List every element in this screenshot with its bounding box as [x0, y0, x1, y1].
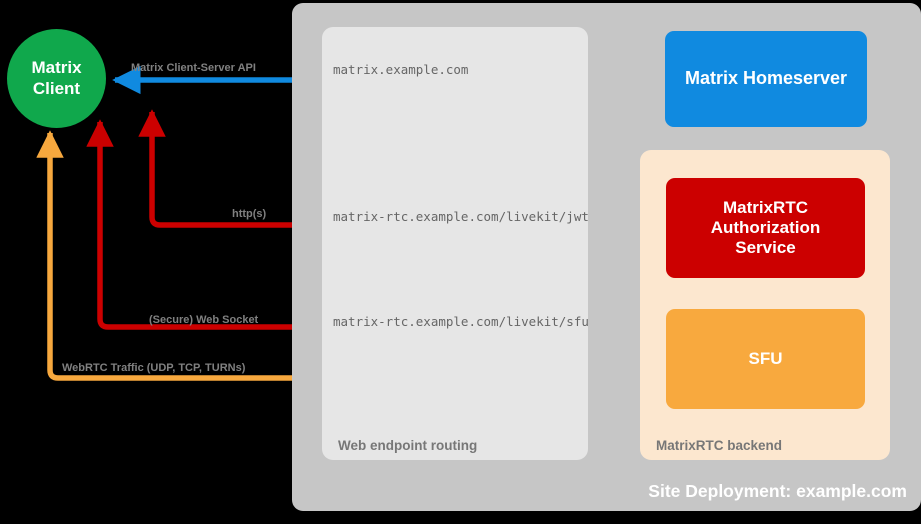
node-matrixrtc-authorization-service[interactable]: MatrixRTC Authorization Service — [666, 178, 865, 278]
endpoint-label-jwt: matrix-rtc.example.com/livekit/jwt — [333, 209, 589, 224]
node-matrix-client[interactable]: Matrix Client — [7, 29, 106, 128]
edge-label-webrtc-traffic: WebRTC Traffic (UDP, TCP, TURNs) — [62, 362, 246, 374]
panel-label-matrixrtc-backend: MatrixRTC backend — [656, 438, 783, 453]
endpoint-label-matrix: matrix.example.com — [333, 62, 469, 77]
edge-label-https: http(s) — [232, 208, 267, 220]
node-matrix-homeserver[interactable]: Matrix Homeserver — [665, 31, 867, 127]
matrix-homeserver-label: Matrix Homeserver — [684, 68, 848, 89]
auth-service-label-line2: Authorization — [710, 217, 821, 237]
node-sfu[interactable]: SFU — [666, 309, 865, 409]
web-endpoint-routing-panel — [322, 27, 588, 460]
auth-service-label-line3: Service — [735, 238, 796, 258]
matrix-client-label-line2: Client — [32, 78, 81, 98]
matrix-client-label-line1: Matrix — [31, 58, 82, 78]
endpoint-label-sfu: matrix-rtc.example.com/livekit/sfu — [333, 314, 589, 329]
edge-webrtc-traffic — [36, 130, 666, 392]
edge-label-secure-web-socket: (Secure) Web Socket — [149, 314, 259, 326]
panel-label-web-endpoint-routing: Web endpoint routing — [338, 438, 478, 453]
panel-label-site-deployment: Site Deployment: example.com — [648, 481, 907, 501]
edge-label-matrix-client-server-api: Matrix Client-Server API — [131, 62, 256, 74]
sfu-label: SFU — [748, 348, 783, 368]
auth-service-label-line1: MatrixRTC — [722, 197, 808, 217]
